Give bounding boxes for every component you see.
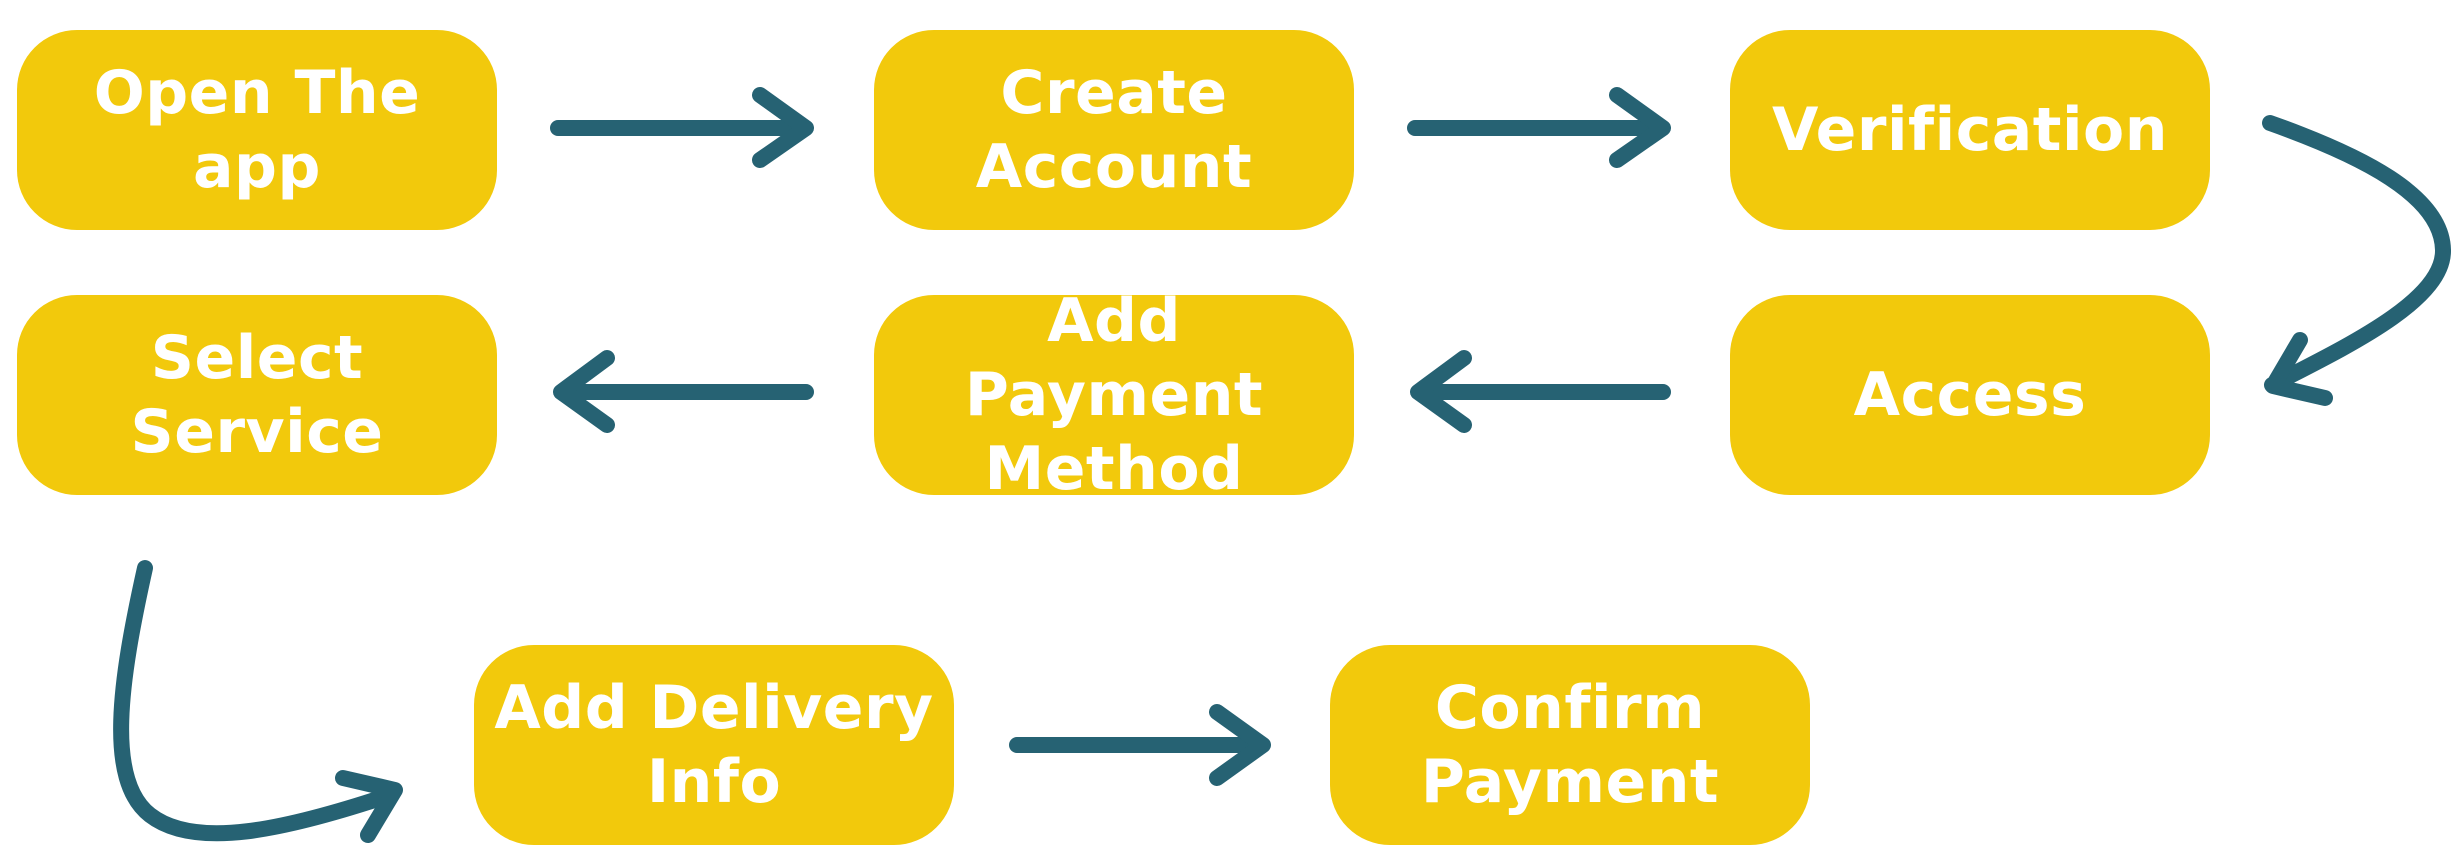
arrow-verification-to-access [2262,115,2452,406]
arrow-delivery-to-confirm [1009,704,1271,786]
step-label: Add Payment Method [964,286,1264,504]
step-label: Confirm Payment [1420,673,1720,817]
step-label: Select Service [130,323,384,467]
step-verification: Verification [1730,30,2210,230]
step-label: Create Account [975,58,1253,202]
arrow-create-to-verification [1407,87,1671,168]
step-label: Add Delivery Info [494,673,934,817]
arrow-payment-to-select [553,350,814,433]
step-add-delivery-info: Add Delivery Info [474,645,954,845]
step-confirm-payment: Confirm Payment [1330,645,1810,845]
step-access: Access [1730,295,2210,495]
step-select-service: Select Service [17,295,497,495]
step-add-payment-method: Add Payment Method [874,286,1354,504]
step-label: Verification [1772,95,2168,165]
arrow-access-to-payment [1410,350,1671,433]
step-open-app: Open The app [17,30,497,230]
step-create-account: Create Account [874,30,1354,230]
arrow-open-to-create [550,87,814,168]
step-label: Access [1853,360,2087,430]
arrow-select-to-delivery [113,560,403,843]
step-label: Open The app [93,58,421,202]
